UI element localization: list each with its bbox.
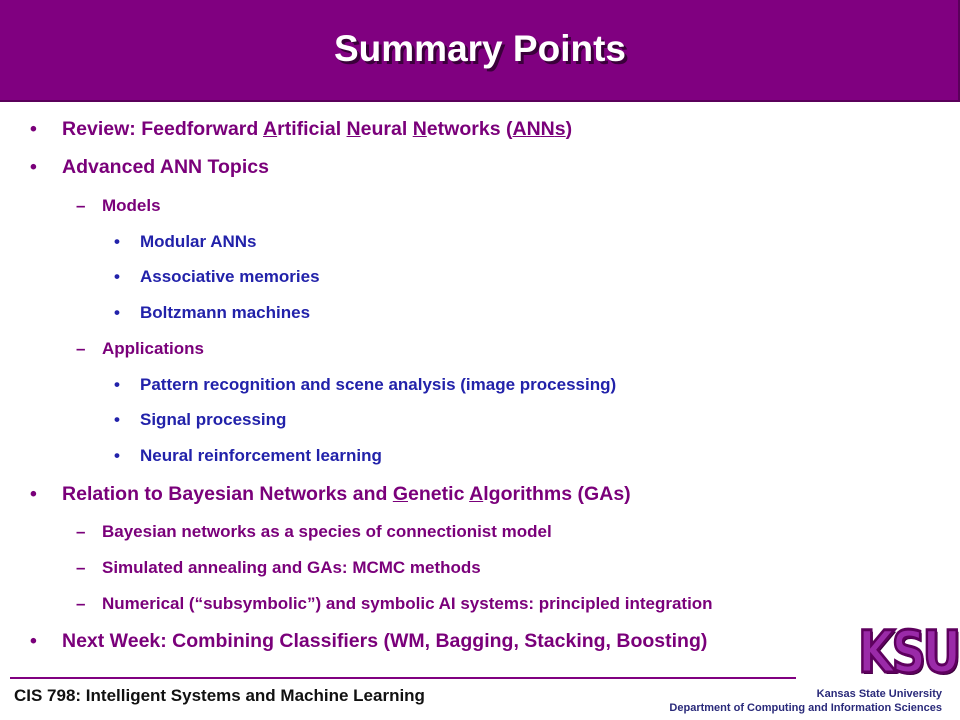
sub-sub-bullet-text: Modular ANNs <box>140 232 257 251</box>
bullet-text: Review: Feedforward Artificial Neural Ne… <box>62 118 573 140</box>
sub-sub-bullet-text: Boltzmann machines <box>140 303 311 322</box>
footer-department: Department of Computing and Information … <box>669 702 942 714</box>
dash-marker: – <box>76 594 86 613</box>
sub-sub-bullet-text: Pattern recognition and scene analysis (… <box>140 375 617 394</box>
bullet-marker: • <box>114 375 120 394</box>
bullet-text: Advanced ANN Topics <box>62 156 269 178</box>
bullet-text: Relation to Bayesian Networks and Geneti… <box>62 483 631 505</box>
sub-bullet-text: Models <box>102 196 161 215</box>
footer-university: Kansas State University <box>816 688 942 700</box>
bullet-marker: • <box>114 303 120 322</box>
bullet-marker: • <box>30 630 37 652</box>
footer-course-title: CIS 798: Intelligent Systems and Machine… <box>14 686 425 705</box>
bullet-marker: • <box>114 232 120 251</box>
bullet-marker: • <box>30 483 37 505</box>
ksu-logo: KSU <box>857 617 960 688</box>
slide-title: Summary Points <box>334 28 626 69</box>
bullet-marker: • <box>114 410 120 429</box>
sub-bullet-text: Applications <box>102 339 205 358</box>
dash-marker: – <box>76 339 86 358</box>
sub-sub-bullet-text: Neural reinforcement learning <box>140 446 382 465</box>
sub-sub-bullet-text: Signal processing <box>140 410 287 429</box>
footer-divider <box>10 677 796 679</box>
sub-bullet-text: Simulated annealing and GAs: MCMC method… <box>102 558 481 577</box>
title-bar <box>0 0 960 102</box>
dash-marker: – <box>76 522 86 541</box>
bullet-marker: • <box>114 267 120 286</box>
sub-sub-bullet-text: Associative memories <box>140 267 320 286</box>
bullet-marker: • <box>30 118 37 140</box>
sub-bullet-text: Numerical (“subsymbolic”) and symbolic A… <box>102 594 713 613</box>
sub-bullet-text: Bayesian networks as a species of connec… <box>102 522 552 541</box>
dash-marker: – <box>76 558 86 577</box>
bullet-marker: • <box>30 156 37 178</box>
bullet-text: Next Week: Combining Classifiers (WM, Ba… <box>62 630 708 652</box>
dash-marker: – <box>76 196 86 215</box>
bullet-marker: • <box>114 446 120 465</box>
